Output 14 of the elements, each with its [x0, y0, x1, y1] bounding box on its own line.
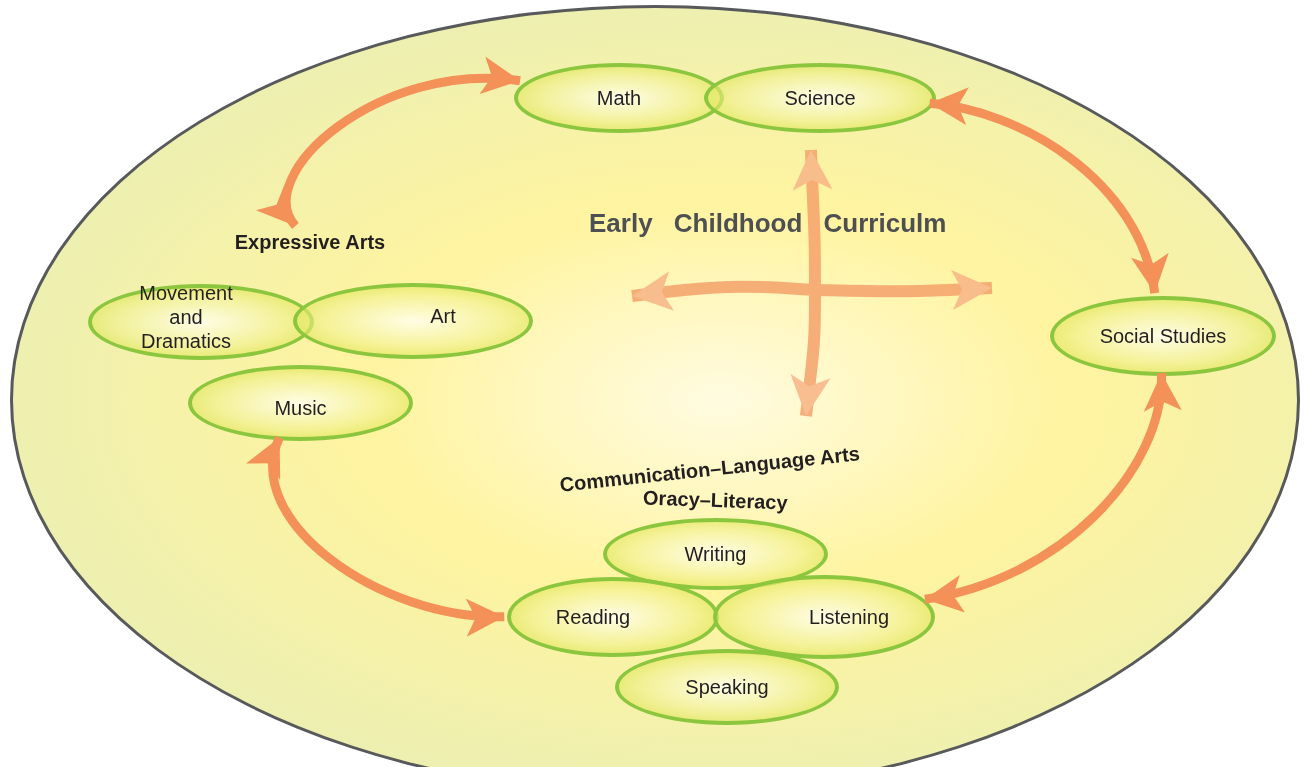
topic-name: Reading [555, 605, 631, 629]
topic-name: Science [784, 86, 856, 110]
topic-name: Listening [808, 605, 890, 629]
topic-name: Music [274, 396, 327, 420]
topic-name: Writing [684, 542, 747, 566]
group-heading: Oracy–Literacy [642, 486, 788, 515]
topic-name: Math [596, 86, 642, 110]
topic-name: Movement and Dramatics [138, 281, 234, 353]
group-heading: Expressive Arts [234, 230, 386, 254]
topic-name: Speaking [685, 675, 769, 699]
double-headed-arrow [929, 89, 1166, 294]
diagram-heading: Early Childhood Curriculm [589, 208, 947, 239]
topic-name: Social Studies [1099, 324, 1227, 348]
topic-name: Art [430, 304, 456, 328]
